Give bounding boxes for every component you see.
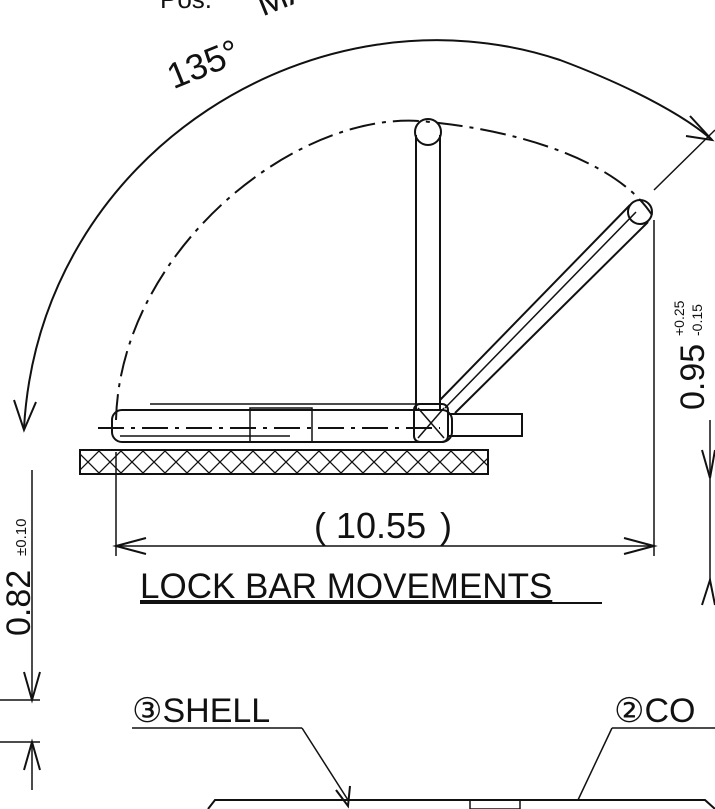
angle-arc [23,39,713,429]
right-dim-tol-plus: +0.25 [671,300,687,336]
lockbar-path-arc [115,119,653,421]
pcb-board [79,449,489,475]
connector-body [111,403,523,443]
width-dimension: ( 10.55 ) [112,220,658,556]
left-dim-tol: ±0.10 [13,519,30,556]
pos-label: Pos. [160,0,212,14]
angle-max: MAX. [250,0,347,24]
lower-part-detail [469,799,521,809]
callout-shell-arrow [335,785,351,809]
width-open-paren: ( [314,505,326,546]
callout-contact: ②CO [614,692,695,730]
angle-value: 135° [161,31,245,97]
width-value: 10.55 [336,505,426,546]
drawing-title: LOCK BAR MOVEMENTS [140,567,552,606]
angle-arc-arrow-left [13,399,37,433]
right-dim-tol-minus: -0.15 [689,304,705,336]
callout-shell-leader [301,727,349,801]
callout-contact-leader [577,727,613,801]
lockbar-vertical [414,118,442,410]
left-dimension: 0.82 ±0.10 [0,470,41,790]
lower-part-outline [207,799,715,809]
callout-shell: ③SHELL [132,692,270,730]
left-dim-value: 0.82 [0,570,38,636]
right-dim-value: 0.95 [674,344,712,410]
width-close-paren: ) [440,505,452,546]
lockbar-diagonal [439,199,653,414]
angle-arc-arrow-right [685,115,715,142]
right-dimension: 0.95 +0.25 -0.15 [653,129,715,606]
